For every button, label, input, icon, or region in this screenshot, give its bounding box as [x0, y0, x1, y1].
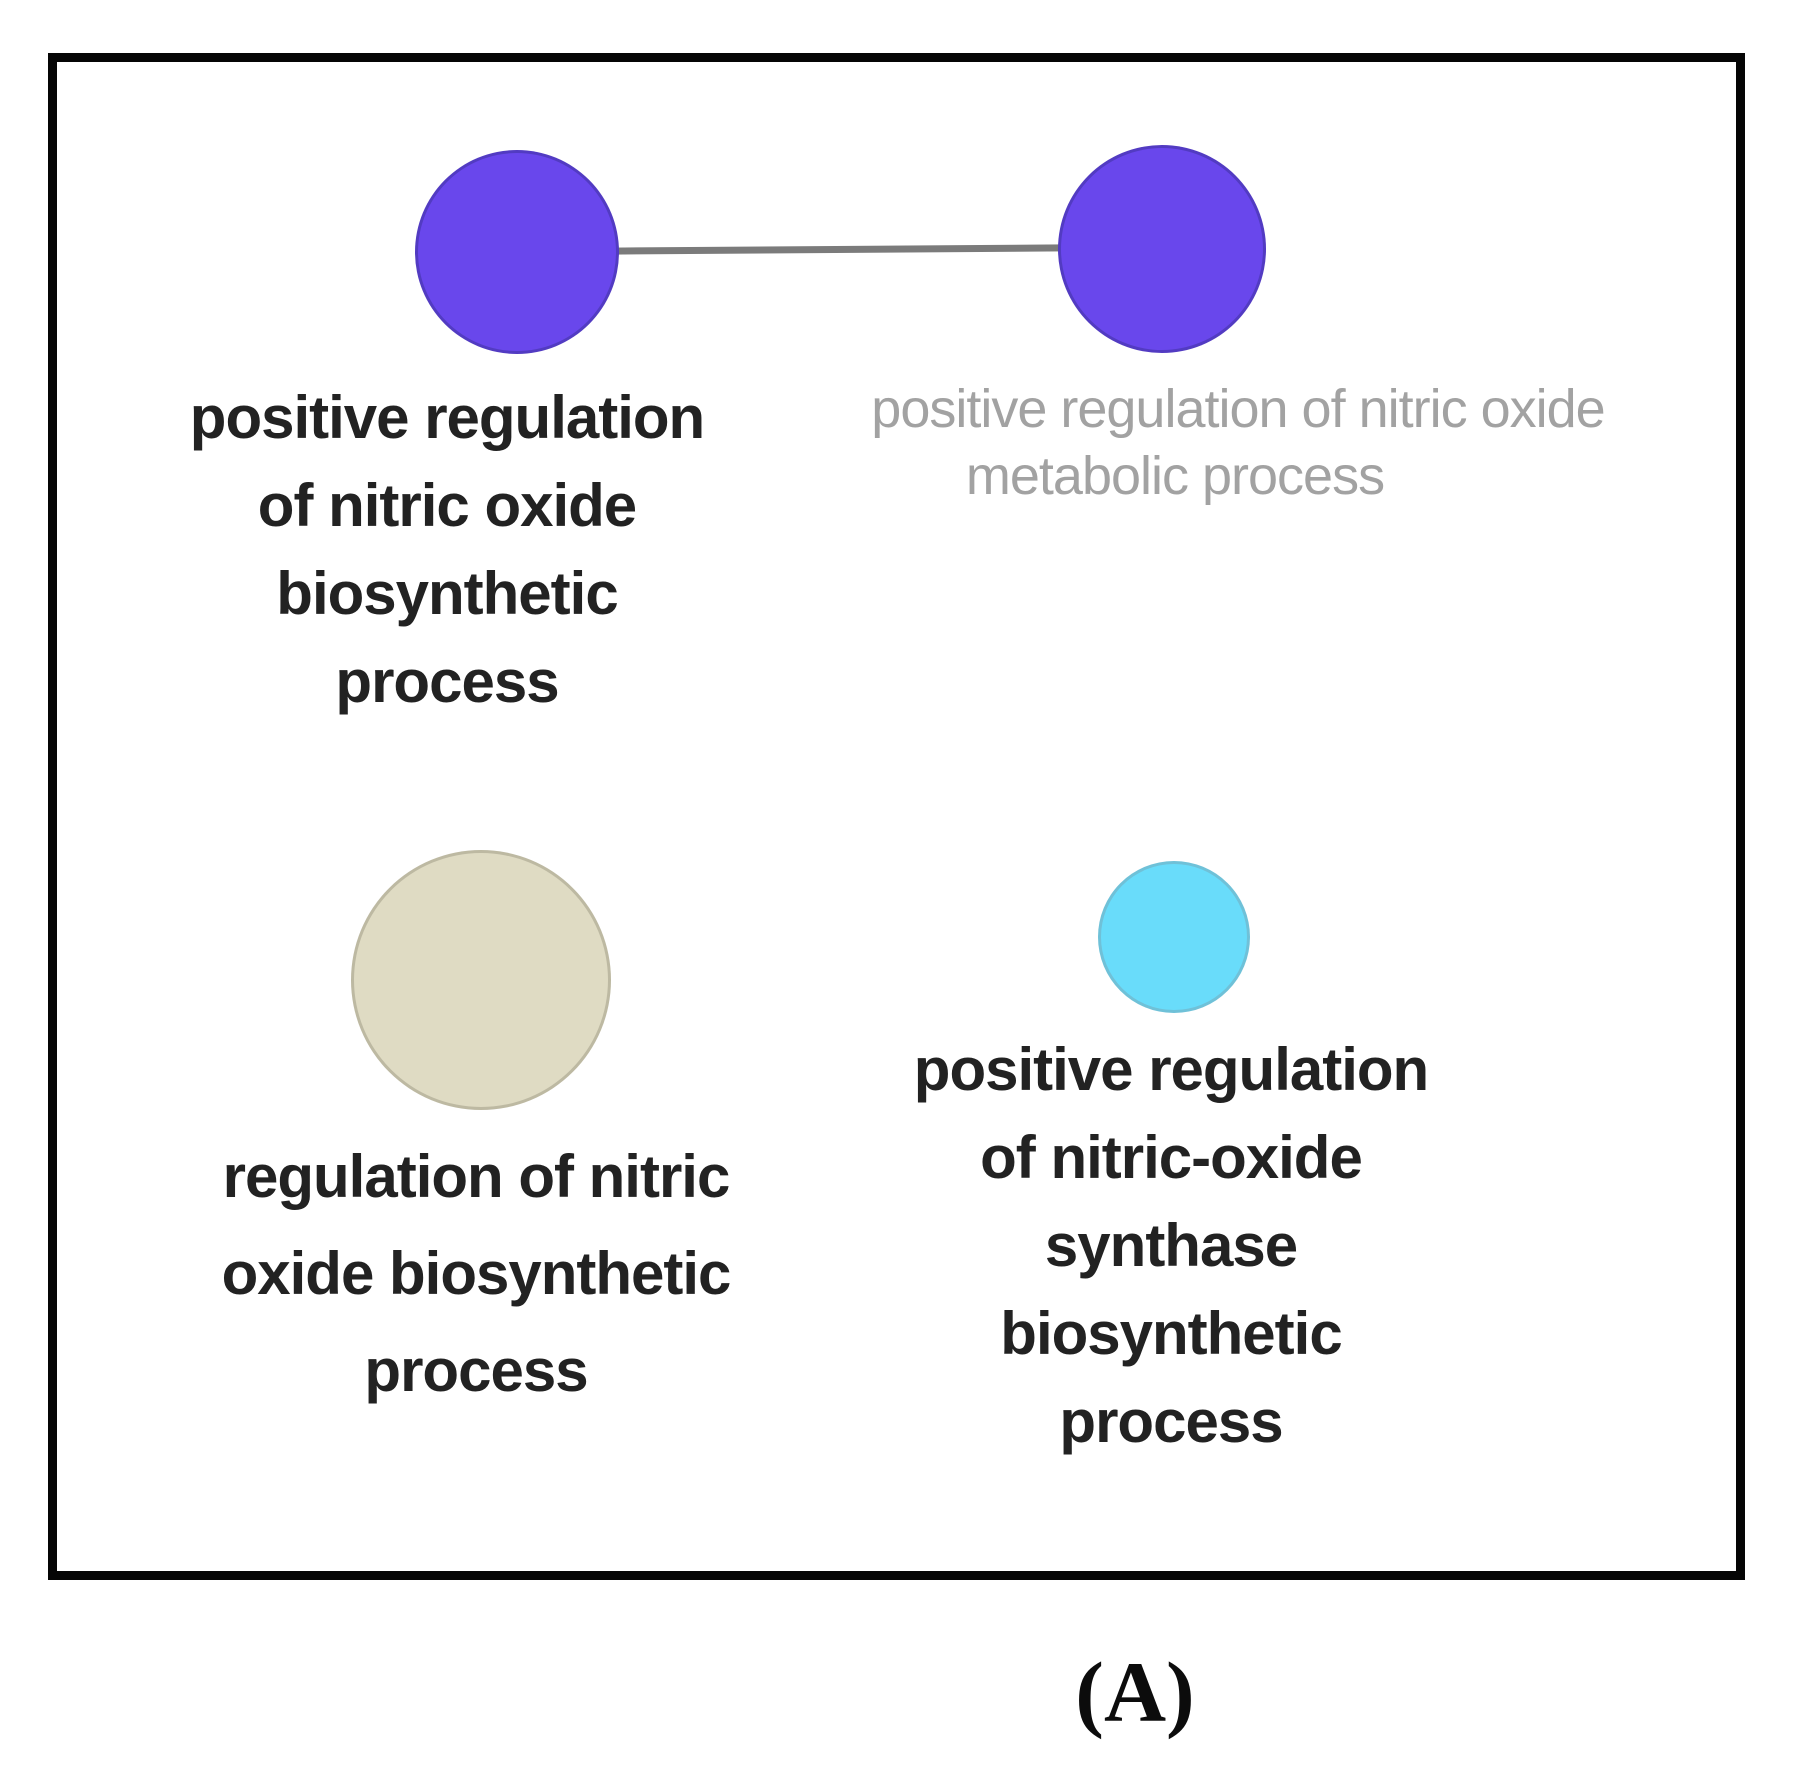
- label-line: of nitric-oxide: [980, 1124, 1363, 1191]
- label-line: metabolic process: [965, 446, 1385, 506]
- label-line: positive regulation: [189, 384, 705, 451]
- label-line: process: [1059, 1388, 1283, 1455]
- node-label-regulation-of-nitric-oxide-biosynthetic-process: regulation of nitric oxide biosynthetic …: [221, 1128, 732, 1419]
- node-positive-regulation-of-nitric-oxide-biosynthetic-process: [415, 150, 619, 354]
- label-line: positive regulation of nitric oxide: [871, 379, 1605, 439]
- label-line: oxide biosynthetic: [221, 1240, 732, 1307]
- node-label-positive-regulation-of-nitric-oxide-biosynthetic-process: positive regulation of nitric oxide bios…: [189, 374, 705, 726]
- label-line: of nitric oxide: [257, 472, 637, 539]
- panel-label: (A): [1075, 1644, 1195, 1740]
- node-regulation-of-nitric-oxide-biosynthetic-process: [351, 850, 611, 1110]
- node-label-positive-regulation-of-nitric-oxide-metabolic-process: positive regulation of nitric oxide meta…: [871, 376, 1605, 510]
- label-line: regulation of nitric: [222, 1143, 731, 1210]
- network-panel-frame: [48, 53, 1745, 1580]
- label-line: synthase: [1044, 1212, 1298, 1279]
- label-line: positive regulation: [913, 1036, 1429, 1103]
- label-line: process: [335, 648, 559, 715]
- node-positive-regulation-of-nitric-oxide-metabolic-process: [1058, 145, 1266, 353]
- label-line: process: [364, 1337, 588, 1404]
- node-label-positive-regulation-of-nitric-oxide-synthase-biosynthetic-process: positive regulation of nitric-oxide synt…: [913, 1026, 1429, 1466]
- label-line: biosynthetic: [276, 560, 618, 627]
- node-positive-regulation-of-nitric-oxide-synthase-biosynthetic-process: [1098, 861, 1250, 1013]
- label-line: biosynthetic: [1000, 1300, 1342, 1367]
